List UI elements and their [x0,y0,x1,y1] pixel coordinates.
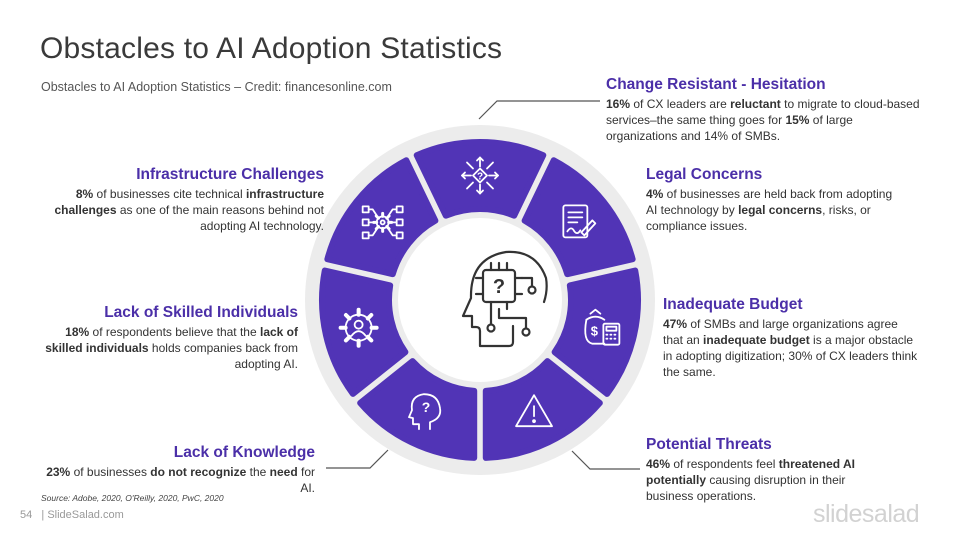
svg-text:?: ? [477,172,483,183]
body-text: of businesses cite technical [93,187,246,201]
body-text: of businesses are held back from adoptin… [646,187,893,217]
emphasis-text: infrastructure challenges [54,187,324,217]
obstacle-inadequate-budget: Inadequate Budget 47% of SMBs and large … [663,295,921,380]
emphasis-text: inadequate budget [703,333,810,347]
obstacle-lack-of-knowledge: Lack of Knowledge 23% of businesses do n… [40,443,315,496]
obstacle-description: 18% of respondents believe that the lack… [40,324,298,372]
body-text: of large organizations and 14% of SMBs. [606,113,853,143]
obstacle-heading: Change Resistant - Hesitation [606,76,826,93]
body-text: of SMBs and large organizations agree th… [663,317,898,347]
obstacle-potential-threats: Potential Threats 46% of respondents fee… [646,435,888,504]
wheel-icons: ? $? [338,156,621,431]
obstacle-description: 46% of respondents feel threatened AI po… [646,456,888,504]
body-text: , risks, or compliance issues. [646,203,871,233]
page-subtitle: Obstacles to AI Adoption Statistics – Cr… [41,80,392,94]
obstacle-description: 47% of SMBs and large organizations agre… [663,316,921,380]
obstacles-wheel: ? $? ? [305,125,655,475]
svg-text:$: $ [591,324,599,339]
body-text: of CX leaders are [630,97,731,111]
obstacle-heading: Lack of Skilled Individuals [104,304,298,321]
wheel-segments [319,139,641,461]
body-text: causing disruption in their business ope… [646,473,846,503]
obstacle-heading: Legal Concerns [646,166,763,183]
body-text: is a major obstacle in adopting digitiza… [663,333,918,379]
emphasis-text: reluctant [730,97,781,111]
center-question-glyph: ? [493,276,505,298]
body-text: for AI. [297,465,315,495]
contract-signature-icon [562,204,597,239]
body-text: of respondents believe that the [89,325,260,339]
page-number: 54 [20,509,33,521]
emphasis-text: legal concerns [738,203,823,217]
obstacle-heading: Potential Threats [646,436,772,453]
emphasis-text: 4% [646,187,664,201]
obstacle-description: 4% of businesses are held back from adop… [646,186,898,234]
decision-arrows-icon: ? [461,156,499,195]
segment-change [413,139,547,219]
obstacle-legal-concerns: Legal Concerns 4% of businesses are held… [646,165,898,234]
emphasis-text: lack of skilled individuals [45,325,298,355]
emphasis-text: 18% [65,325,90,339]
segment-knowledge [357,358,478,461]
emphasis-text: do not recognize [150,465,247,479]
emphasis-text: 16% [606,97,631,111]
obstacle-description: 23% of businesses do not recognize the n… [40,464,315,496]
segment-skilled [319,267,409,397]
body-text: the [246,465,270,479]
obstacle-infrastructure-challenges: Infrastructure Challenges 8% of business… [40,165,324,234]
body-text: of respondents feel [670,457,779,471]
obstacle-description: 16% of CX leaders are reluctant to migra… [606,96,924,144]
body-text: as one of the main reasons behind not ad… [116,203,324,233]
obstacle-heading: Lack of Knowledge [173,444,315,461]
money-bag-calculator-icon: $ [584,308,621,346]
source-note: Source: Adobe, 2020, O'Reilly, 2020, PwC… [41,493,224,503]
emphasis-text: need [269,465,298,479]
page-site: | SlideSalad.com [41,509,124,521]
emphasis-text: 8% [75,187,94,201]
svg-text:?: ? [422,399,431,415]
brand-logo: slidesalad [813,500,920,528]
page-footer: 54 | SlideSalad.com [20,509,124,521]
gear-person-icon [338,307,379,348]
wheel-center-disc [398,218,562,382]
obstacle-lack-of-skilled-individuals: Lack of Skilled Individuals 18% of respo… [40,303,298,372]
body-text: holds companies back from adopting AI. [148,341,298,371]
segment-budget [551,267,641,397]
obstacle-change-resistant: Change Resistant - Hesitation 16% of CX … [606,75,924,144]
emphasis-text: 15% [785,113,810,127]
page-title: Obstacles to AI Adoption Statistics [40,32,503,65]
body-text: to migrate to cloud-based services–the s… [606,97,920,127]
head-question-icon: ? [408,393,442,431]
connector-threats [571,450,640,470]
obstacle-description: 8% of businesses cite technical infrastr… [40,186,324,234]
body-text: of businesses [70,465,151,479]
emphasis-text: 46% [646,457,671,471]
connector-knowledge [326,449,389,469]
warning-triangle-icon [515,394,553,428]
emphasis-text: 23% [46,465,71,479]
circuit-gear-icon [361,205,404,240]
ai-head-chip-question-icon [461,250,548,348]
emphasis-text: threatened AI potentially [646,457,856,487]
emphasis-text: 47% [663,317,688,331]
obstacle-heading: Inadequate Budget [663,296,803,313]
obstacle-heading: Infrastructure Challenges [136,166,324,183]
connector-change [478,100,600,120]
